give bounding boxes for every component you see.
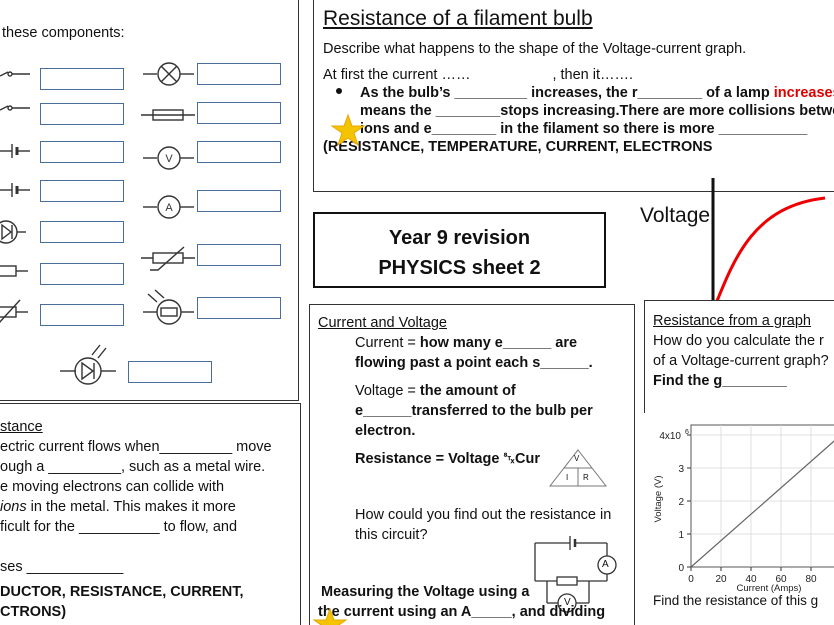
resistance-line-1: ectric current flows when_________ move (0, 439, 272, 455)
chart-y-tick-label: 2 (678, 497, 684, 508)
resistance-panel-title: stance (0, 419, 43, 435)
filament-bullet-line-2: means the ________stops increasing.There… (360, 103, 834, 119)
resistance-wordbank-1: DUCTOR, RESISTANCE, CURRENT, (0, 584, 244, 600)
cv-voltage-line-1: Voltage = the amount of (355, 383, 516, 399)
resistance-line-6: ses ____________ (0, 559, 124, 575)
chart-x-tick-label: 0 (688, 574, 694, 585)
answer-box-thermistor[interactable] (197, 244, 281, 266)
answer-box-cell[interactable] (40, 141, 124, 163)
triangle-r: R (583, 473, 589, 482)
rg-title: Resistance from a graph (653, 313, 811, 329)
filament-panel (313, 0, 834, 192)
lamp-icon (143, 62, 194, 86)
triangle-i: I (566, 473, 569, 482)
resistance-line-5: ficult for the __________ to flow, and (0, 519, 238, 535)
circuit-ammeter-label: A (602, 559, 609, 570)
component-symbols: V A (0, 62, 195, 385)
answer-box-resistor[interactable] (40, 263, 124, 285)
cv-resistance-equation: Resistance = Voltage ␂Cur (355, 451, 540, 467)
resistance-line-4: ions in the metal. This makes it more (0, 499, 236, 515)
star-icon (330, 113, 366, 147)
chart-y-axis-label: Voltage (V) (653, 476, 664, 523)
rg-footer: Find the resistance of this g (653, 593, 819, 608)
filament-iv-graph (711, 178, 834, 310)
cv-measuring-line-1: Measuring the Voltage using a (321, 584, 530, 600)
answer-box-ammeter[interactable] (197, 190, 281, 212)
cv-current-line-1: Current = how many e______ are (355, 335, 578, 351)
chart-y-tick-label: 0 (678, 563, 684, 574)
resistor-icon (0, 265, 28, 277)
battery-icon (0, 183, 30, 197)
answer-box-switch-closed[interactable] (40, 103, 124, 125)
resistance-line-2: ough a _________, such as a metal wire. (0, 459, 266, 475)
answer-box-battery[interactable] (40, 180, 124, 202)
star-icon-bottom (312, 607, 348, 625)
chart-y-tick-label: 4x10 (659, 431, 681, 442)
resistance-line-3: e moving electrons can collide with (0, 479, 225, 495)
answer-box-voltmeter[interactable] (197, 141, 281, 163)
circuit-diagram (534, 536, 617, 613)
chart-y-tick-label: 3 (678, 464, 684, 475)
ldr-icon (143, 289, 194, 325)
filament-title: Resistance of a filament bulb (323, 7, 593, 30)
chart-x-tick-label: 20 (715, 574, 727, 585)
filament-at-first: At first the current ……, then it……. (323, 67, 634, 83)
circuit-resistor-icon (556, 576, 578, 586)
filament-bullet-line-1: As the bulb’s _________ increases, the r… (360, 85, 834, 101)
cv-current-line-2: flowing past a point each s______. (355, 355, 593, 371)
switch-open-icon (0, 71, 30, 77)
title-line-1: Year 9 revision (388, 227, 531, 249)
filament-wordbank: (RESISTANCE, TEMPERATURE, CURRENT, ELECT… (323, 139, 713, 155)
answer-box-fuse[interactable] (197, 102, 281, 124)
filament-bullet-line-3: ions and e________ in the filament so th… (360, 121, 808, 137)
chart-frame (690, 424, 834, 568)
thermistor-icon (141, 246, 195, 271)
svg-text:A: A (165, 202, 173, 214)
bullet-dot (336, 88, 342, 94)
triangle-v: V (574, 454, 580, 463)
resistance-panel (0, 403, 301, 625)
chart-x-tick-label: 80 (805, 574, 817, 585)
svg-text:V: V (165, 153, 173, 165)
rg-question-line-2: of a Voltage-current graph? (653, 353, 829, 369)
led-icon (60, 344, 116, 385)
answer-box-diode[interactable] (40, 221, 124, 243)
rg-answer: Find the g________ (653, 373, 787, 389)
resistance-graph-panel (644, 300, 834, 416)
answer-box-lamp[interactable] (197, 63, 281, 85)
title-box (313, 212, 606, 288)
voltmeter-icon: V (143, 146, 194, 170)
cv-voltage-line-2: e______transferred to the bulb per (355, 403, 593, 419)
answer-box-variable-resistor[interactable] (40, 304, 124, 326)
cv-title: Current and Voltage (318, 315, 447, 331)
cell-icon (0, 144, 30, 158)
cv-voltage-line-3: electron. (355, 423, 416, 439)
answer-box-led[interactable] (128, 361, 212, 383)
chart-series-line (690, 440, 834, 568)
variable-resistor-icon (0, 299, 28, 323)
circuit-voltmeter-label: V (564, 597, 571, 608)
diode-icon (0, 220, 26, 244)
fuse-icon (141, 109, 195, 121)
cv-question-line-2: this circuit? (355, 527, 428, 543)
title-line-2: PHYSICS sheet 2 (378, 257, 541, 279)
chart-y-tick-label: 1 (678, 530, 684, 541)
cv-measuring-line-2: the current using an A_____, and dividin… (318, 604, 606, 620)
filament-question: Describe what happens to the shape of th… (323, 41, 747, 57)
components-instruction: these components: (2, 25, 125, 41)
answer-box-switch-open[interactable] (40, 68, 124, 90)
resistance-wordbank-2: CTRONS) (0, 604, 67, 620)
filament-graph-voltage-label: Voltage (640, 204, 711, 227)
ammeter-icon: A (143, 195, 194, 219)
switch-closed-icon (0, 105, 30, 111)
chart-x-axis-label: Current (Amps) (737, 583, 802, 594)
chart-y-exponent: 6 (685, 429, 689, 436)
answer-box-ldr[interactable] (197, 297, 281, 319)
vir-triangle-icon (548, 449, 608, 487)
rg-question-line-1: How do you calculate the r (653, 333, 824, 349)
chart-x-tick-label: 40 (745, 574, 757, 585)
cv-question-line-1: How could you find out the resistance in (355, 507, 612, 523)
chart-x-tick-label: 60 (775, 574, 787, 585)
